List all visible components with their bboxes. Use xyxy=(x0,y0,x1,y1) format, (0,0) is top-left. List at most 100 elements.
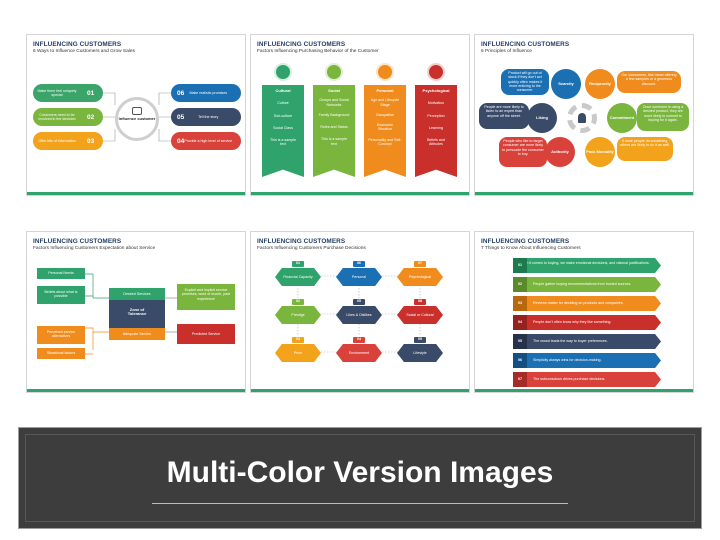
factor-label: Likes & Dislikes xyxy=(346,313,372,317)
factor-number: 08 xyxy=(418,299,422,303)
principle-text: Our consumers, this mean offering a few … xyxy=(621,73,677,86)
connector-lines xyxy=(85,273,177,355)
column-item: Economic Situation xyxy=(377,123,393,132)
slide-accent-line xyxy=(27,192,245,195)
factor-number: 01 xyxy=(296,261,300,265)
way-text: Make them feel uniquely special xyxy=(37,88,77,97)
thing-text: Reviews matter for deciding on products … xyxy=(533,301,624,305)
factor-badge: 08 xyxy=(413,298,427,306)
people-icon xyxy=(132,107,142,115)
thing-text: When it comes to buying, we make emotion… xyxy=(519,261,650,265)
factor-number: 09 xyxy=(418,337,422,341)
thing-num-03: 03 xyxy=(513,296,527,311)
factor-label: Psychological xyxy=(409,275,431,279)
thing-num-07: 07 xyxy=(513,372,527,387)
factor-label: Financial Capacity xyxy=(283,275,313,279)
thing-num-02: 02 xyxy=(513,277,527,292)
factor-badge: 01 xyxy=(291,260,305,268)
thing-row-03: Reviews matter for deciding on products … xyxy=(513,296,661,311)
factor-badge: 04 xyxy=(352,336,366,344)
column-item: Culture xyxy=(277,101,289,106)
way-number: 05 xyxy=(177,113,185,121)
center-circle: Influence customer xyxy=(115,97,159,141)
alternative-box: Situational factors xyxy=(37,348,85,359)
principle-scarcity-circle: Scarcity xyxy=(551,69,581,99)
thing-number: 01 xyxy=(518,263,522,267)
thing-row-02: People gather buying recommendations fro… xyxy=(513,277,661,292)
principle-text-scarcity: Product will go out of stock if they don… xyxy=(501,69,549,95)
principle-text: People who like to target consumer are m… xyxy=(502,139,544,156)
way-text: Offer bits of information xyxy=(38,138,76,143)
thing-text: People gather buying recommendations fro… xyxy=(533,282,632,286)
principle-text: Product will go out of stock if they don… xyxy=(507,71,543,93)
factor-column-cultural: Cultural Culture Sub-culture Social Clas… xyxy=(262,63,304,183)
slide-subtitle: 6 Ways to Influence Customers and Grow S… xyxy=(33,49,135,54)
factor-hex-02: Prestige xyxy=(275,306,321,324)
column-item: Beliefs and Attitudes xyxy=(427,138,445,147)
factor-hex-04: Environment xyxy=(336,344,382,362)
factor-number: 07 xyxy=(418,261,422,265)
principle-pack-circle: Pack Mentality xyxy=(585,137,615,167)
personal-icon xyxy=(376,63,394,81)
column-head: Personal xyxy=(376,88,394,93)
way-number: 03 xyxy=(87,137,95,145)
slide-thumbnail-5[interactable]: INFLUENCING CUSTOMERS Factors Influencin… xyxy=(250,231,470,393)
thing-num-01: 01 xyxy=(513,258,527,273)
factor-number: 06 xyxy=(357,261,361,265)
factor-column-social: Social Groups and Social Networks Family… xyxy=(313,63,355,183)
column-band: Cultural Culture Sub-culture Social Clas… xyxy=(262,85,304,177)
thing-number: 04 xyxy=(518,320,522,324)
factor-badge: 03 xyxy=(291,336,305,344)
principle-text-pack: If more people do something, others are … xyxy=(617,137,673,161)
column-item: Age and Lifecycle Stage xyxy=(370,98,400,107)
principle-liking-circle: Liking xyxy=(527,103,557,133)
footer-frame xyxy=(25,434,695,522)
principle-label: Reciprocity xyxy=(589,80,611,86)
principle-label: Authority xyxy=(551,148,569,154)
zone-label: Zone of Tolerance xyxy=(127,307,147,317)
slide-thumbnail-6[interactable]: INFLUENCING CUSTOMERS 7 Things to Know A… xyxy=(474,231,694,393)
slide-thumbnail-2[interactable]: INFLUENCING CUSTOMERS Factors Influencin… xyxy=(250,34,470,196)
column-item: Social Class xyxy=(273,125,293,130)
slide-thumbnail-4[interactable]: INFLUENCING CUSTOMERS Factors Influencin… xyxy=(26,231,246,393)
principle-commitment-circle: Commitment xyxy=(607,103,637,133)
factor-hex-07: Psychological xyxy=(397,268,443,286)
slide-thumbnail-1[interactable]: INFLUENCING CUSTOMERS 6 Ways to Influenc… xyxy=(26,34,246,196)
way-text: Tell the story xyxy=(198,114,219,119)
predicted-text: Predicted Service xyxy=(191,332,221,336)
way-item-01: Make them feel uniquely special 01 xyxy=(33,84,103,102)
column-item: Learning xyxy=(429,125,443,130)
principle-text-authority: People who like to target consumer are m… xyxy=(499,137,547,167)
thing-number: 06 xyxy=(518,358,522,362)
column-item: Roles and Status xyxy=(320,125,348,130)
slide-accent-line xyxy=(251,192,469,195)
slide-thumbnail-3[interactable]: INFLUENCING CUSTOMERS 6 Principles of In… xyxy=(474,34,694,196)
column-band: Psychological Motivation Perception Lear… xyxy=(415,85,457,177)
predicted-box: Predicted Service xyxy=(177,324,235,344)
factor-label: Prestige xyxy=(291,313,305,317)
factor-hex-01: Financial Capacity xyxy=(275,268,321,286)
way-item-03: Offer bits of information 03 xyxy=(33,132,103,150)
factor-number: 02 xyxy=(296,299,300,303)
psychological-icon xyxy=(427,63,445,81)
factor-label: Environment xyxy=(348,351,370,355)
way-text: Customers need to be involved in the dec… xyxy=(38,112,76,121)
slide-accent-line xyxy=(475,389,693,392)
thing-number: 05 xyxy=(518,339,522,343)
column-item: Occupation xyxy=(375,112,395,117)
way-number: 02 xyxy=(87,113,95,121)
slide-accent-line xyxy=(27,389,245,392)
adequate-label: Adequate Service xyxy=(122,332,152,336)
factor-number: 03 xyxy=(296,337,300,341)
thing-number: 02 xyxy=(518,282,522,286)
way-item-04: 04 Provide a high level of service xyxy=(171,132,241,150)
adequate-service: Adequate Service xyxy=(109,328,165,340)
principle-label: Scarcity xyxy=(558,80,574,86)
need-text: Personal Needs xyxy=(48,271,74,275)
footer-banner: Multi-Color Version Images xyxy=(19,428,701,528)
factor-hex-03: Price xyxy=(275,344,321,362)
thing-number: 03 xyxy=(518,301,522,305)
column-item: Sub-culture xyxy=(273,113,293,118)
thing-number: 07 xyxy=(518,377,522,381)
